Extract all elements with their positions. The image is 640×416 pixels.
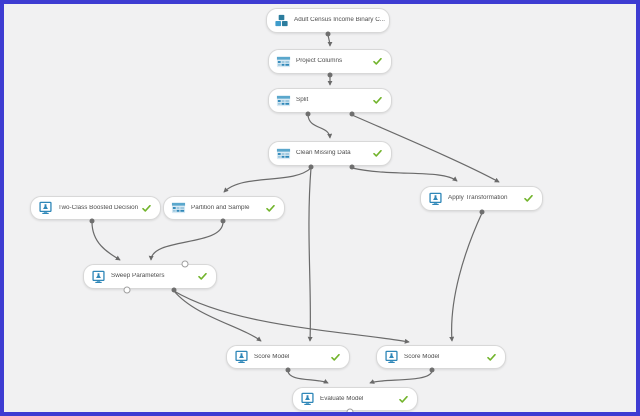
edge-adult-census-dataset-to-project-columns xyxy=(327,34,333,47)
module-label: Partition and Sample xyxy=(191,204,250,211)
output-port-split[interactable] xyxy=(349,111,355,117)
module-label: Clean Missing Data xyxy=(296,150,351,157)
edge-score-model-right-to-evaluate-model xyxy=(369,370,433,384)
module-label: Project Columns xyxy=(296,58,343,65)
monitor-flask-icon xyxy=(428,192,443,206)
module-label: Split xyxy=(296,97,309,104)
output-port-project-columns[interactable] xyxy=(327,72,333,78)
output-port-apply-transformation[interactable] xyxy=(479,209,485,215)
node-project-columns[interactable]: Project Columns xyxy=(268,49,392,74)
node-adult-census-dataset[interactable]: Adult Census Income Binary C... xyxy=(266,8,390,33)
success-check-icon xyxy=(142,204,151,212)
output-port-clean-missing-data[interactable] xyxy=(308,164,314,170)
node-clean-missing-data[interactable]: Clean Missing Data xyxy=(268,141,392,166)
module-label: Score Model xyxy=(254,353,290,360)
success-check-icon xyxy=(373,58,382,65)
node-apply-transformation[interactable]: Apply Transformation xyxy=(420,186,543,211)
module-label: Sweep Parameters xyxy=(111,273,165,280)
module-label: Two-Class Boosted Decision T... xyxy=(58,204,138,211)
node-score-model-left[interactable]: Score Model xyxy=(226,345,350,369)
monitor-flask-icon xyxy=(91,270,106,284)
success-check-icon xyxy=(524,195,533,202)
module-label: Apply Transformation xyxy=(448,195,508,202)
unconnected-port-sweep-parameters[interactable] xyxy=(123,286,131,294)
table-grid-icon xyxy=(276,94,291,108)
table-grid-icon xyxy=(171,201,186,215)
output-port-two-class-boosted-decision-tree[interactable] xyxy=(89,218,95,224)
success-check-icon xyxy=(266,204,275,212)
output-port-split[interactable] xyxy=(305,111,311,117)
success-check-icon xyxy=(487,353,496,361)
node-evaluate-model[interactable]: Evaluate Model xyxy=(292,387,418,411)
monitor-flask-icon xyxy=(38,201,53,215)
output-port-score-model-left[interactable] xyxy=(285,367,291,373)
unconnected-port-evaluate-model[interactable] xyxy=(346,408,354,416)
table-grid-icon xyxy=(276,55,291,69)
edge-partition-and-sample-to-sweep-parameters xyxy=(148,221,224,261)
node-partition-and-sample[interactable]: Partition and Sample xyxy=(163,196,285,220)
edge-clean-missing-data-to-apply-transformation xyxy=(351,167,458,182)
output-port-score-model-right[interactable] xyxy=(429,367,435,373)
node-sweep-parameters[interactable]: Sweep Parameters xyxy=(83,264,217,289)
success-check-icon xyxy=(399,395,408,403)
module-label: Evaluate Model xyxy=(320,395,364,402)
output-port-clean-missing-data[interactable] xyxy=(349,164,355,170)
success-check-icon xyxy=(373,97,382,104)
output-port-sweep-parameters[interactable] xyxy=(171,287,177,293)
output-port-adult-census-dataset[interactable] xyxy=(325,31,331,37)
success-check-icon xyxy=(198,273,207,280)
edge-split-to-apply-transformation xyxy=(351,114,500,183)
node-split[interactable]: Split xyxy=(268,88,392,113)
edge-score-model-left-to-evaluate-model xyxy=(287,370,329,384)
edge-clean-missing-data-to-partition-and-sample xyxy=(223,167,312,193)
edge-two-class-boosted-decision-tree-to-sweep-parameters xyxy=(91,221,121,261)
monitor-flask-icon xyxy=(384,350,399,364)
unconnected-port-sweep-parameters[interactable] xyxy=(181,260,189,268)
edge-sweep-parameters-to-score-model-left xyxy=(173,290,262,342)
monitor-flask-icon xyxy=(234,350,249,364)
edge-split-to-clean-missing-data xyxy=(307,114,333,139)
node-two-class-boosted-decision-tree[interactable]: Two-Class Boosted Decision T... xyxy=(30,196,161,220)
module-label: Adult Census Income Binary C... xyxy=(294,17,385,24)
module-label: Score Model xyxy=(404,353,440,360)
output-port-partition-and-sample[interactable] xyxy=(220,218,226,224)
edge-apply-transformation-to-score-model-right xyxy=(449,212,483,342)
edge-clean-missing-data-to-score-model-left xyxy=(307,167,313,342)
success-check-icon xyxy=(373,150,382,157)
edge-sweep-parameters-to-score-model-right xyxy=(173,290,410,344)
table-grid-icon xyxy=(276,147,291,161)
node-score-model-right[interactable]: Score Model xyxy=(376,345,506,369)
monitor-flask-icon xyxy=(300,392,315,406)
dataset-icon xyxy=(274,14,289,28)
success-check-icon xyxy=(331,353,340,361)
